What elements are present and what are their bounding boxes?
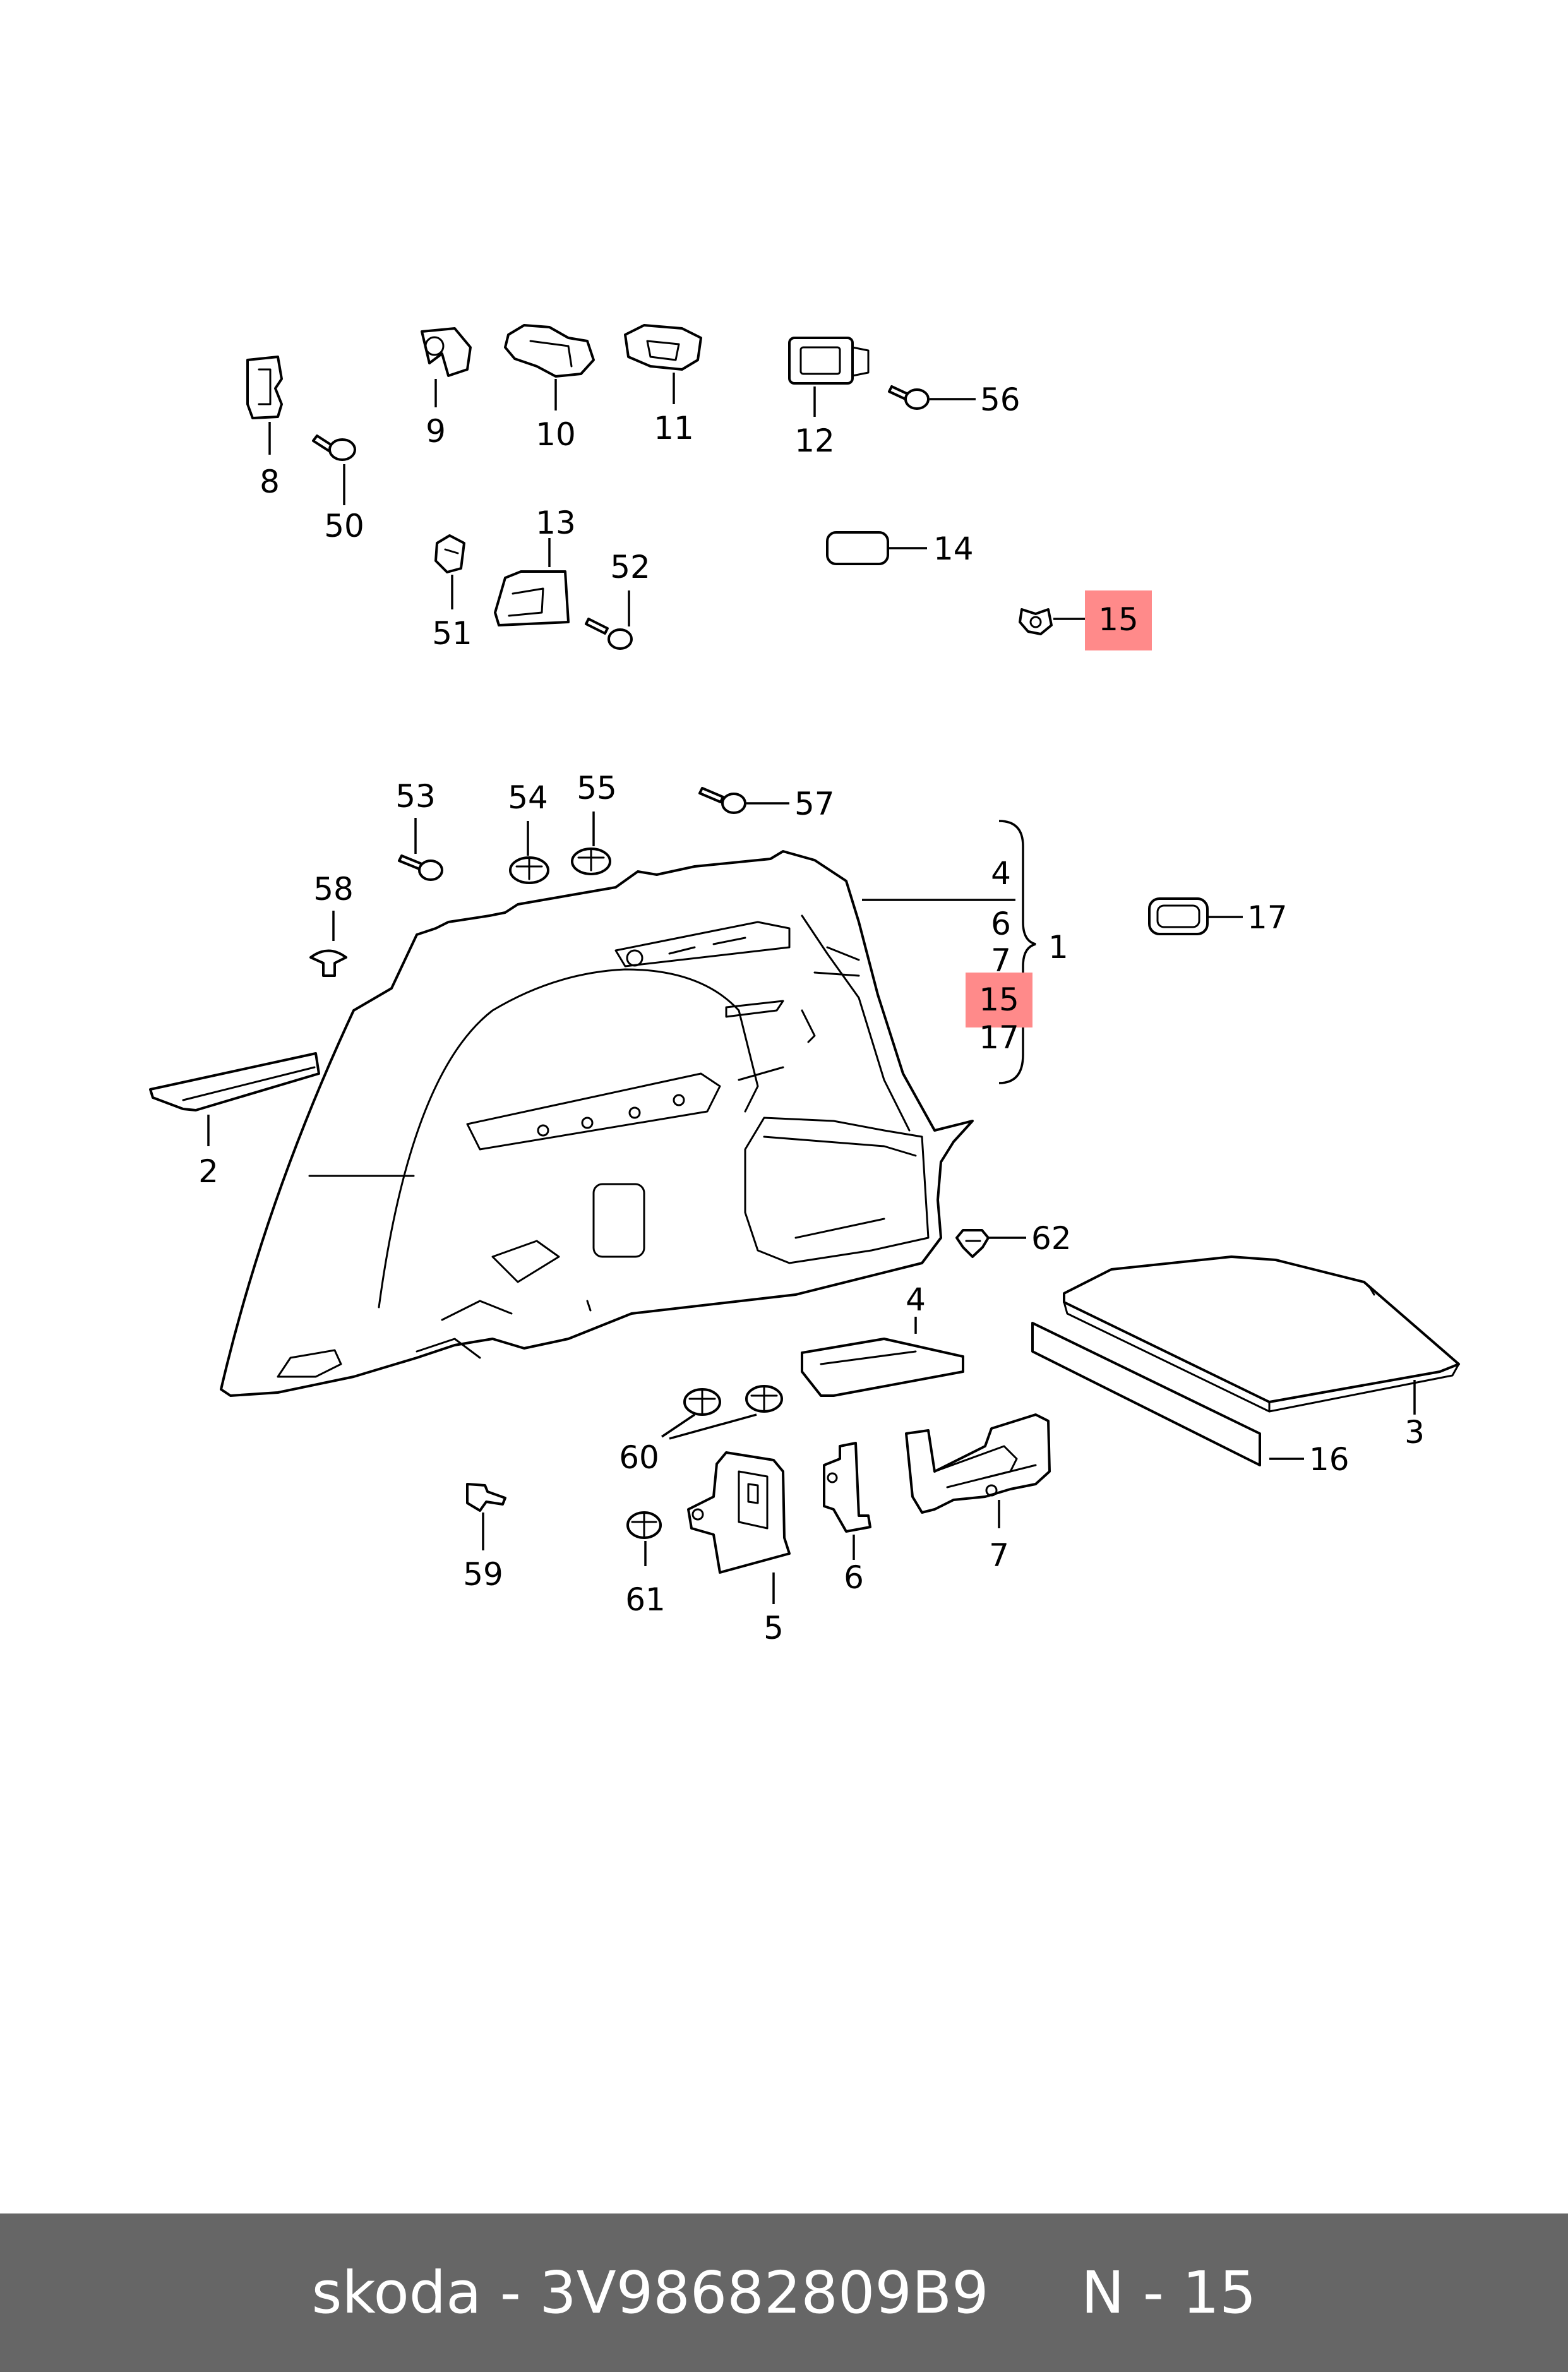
- callout-7: 7: [989, 1537, 1009, 1574]
- callout-9: 9: [426, 413, 446, 450]
- part-53-screw: [398, 854, 443, 881]
- callout-3: 3: [1404, 1414, 1425, 1451]
- part-9-clip: [421, 327, 472, 377]
- callout-62: 62: [1031, 1220, 1072, 1257]
- callout-14: 14: [933, 530, 974, 567]
- footer-bar: skoda - 3V98682809B9 N - 15: [0, 2213, 1568, 2372]
- footer-gap: [989, 2259, 1081, 2327]
- callout-57: 57: [794, 786, 835, 822]
- callout-2: 2: [198, 1153, 218, 1190]
- callout-61: 61: [625, 1581, 666, 1618]
- parts-diagram: 8 50 9 10 11 12 56 5: [149, 324, 1460, 1646]
- part-4-trim: [801, 1338, 964, 1397]
- part-6-bracket: [823, 1442, 871, 1533]
- callout-56: 56: [980, 381, 1020, 418]
- callout-11: 11: [654, 410, 694, 446]
- part-1-side-trim-panel: [220, 850, 974, 1397]
- callout-4: 4: [906, 1281, 926, 1318]
- part-52-screw: [585, 618, 633, 650]
- part-50-screw: [312, 434, 356, 461]
- part-14-plug: [826, 531, 889, 565]
- part-54-nut: [509, 856, 549, 884]
- callout-12: 12: [794, 422, 835, 459]
- part-60-nut-b: [745, 1385, 783, 1413]
- highlight-15-top: [1085, 590, 1152, 650]
- part-51-clip: [434, 534, 465, 573]
- part-11-bracket: [624, 324, 702, 371]
- callout-52: 52: [610, 549, 650, 585]
- footer-separator: -: [481, 2259, 540, 2327]
- part-59-clip: [466, 1483, 506, 1512]
- callout-10: 10: [536, 416, 576, 453]
- part-58-clip: [309, 949, 347, 977]
- part-3-floor-cover: [1063, 1255, 1460, 1413]
- footer-position-label: N - 15: [1080, 2259, 1257, 2327]
- callout-17: 17: [1247, 899, 1288, 936]
- callout-15-group: 15: [979, 981, 1019, 1018]
- part-60-nut-a: [683, 1388, 721, 1416]
- footer-brand: skoda: [311, 2259, 482, 2327]
- part-55-nut: [571, 848, 611, 875]
- part-7-panel: [905, 1413, 1051, 1514]
- part-5-bracket: [687, 1451, 791, 1574]
- callout-6-group: 6: [991, 906, 1011, 942]
- callout-8: 8: [260, 464, 280, 500]
- part-17-plug: [1148, 897, 1209, 935]
- callout-50: 50: [324, 508, 364, 544]
- footer-part-number: 3V98682809B9: [539, 2259, 989, 2327]
- part-62-clip: [955, 1229, 990, 1258]
- part-16-strip: [1031, 1322, 1261, 1466]
- part-2-sill-strip: [149, 1052, 320, 1111]
- callout-17-group: 17: [979, 1019, 1019, 1056]
- callout-59: 59: [463, 1556, 503, 1593]
- part-12-cover: [788, 337, 870, 385]
- callout-60: 60: [619, 1439, 659, 1476]
- part-15-clip: [1019, 608, 1053, 635]
- callout-13: 13: [536, 505, 576, 541]
- callout-55: 55: [577, 770, 617, 806]
- callout-6: 6: [844, 1559, 864, 1596]
- part-10-bracket: [504, 324, 595, 378]
- callout-58: 58: [313, 871, 354, 907]
- callout-15-top: 15: [1098, 601, 1139, 638]
- highlight-15-group: [966, 973, 1032, 1027]
- callout-54: 54: [508, 779, 548, 816]
- callout-51: 51: [432, 615, 472, 652]
- callout-16: 16: [1309, 1441, 1350, 1478]
- callout-5: 5: [763, 1610, 784, 1646]
- part-56-screw: [888, 385, 930, 410]
- part-57-screw: [698, 787, 746, 814]
- group-bracket: [998, 820, 1036, 1084]
- part-61-nut: [626, 1511, 662, 1539]
- callout-53: 53: [395, 778, 436, 815]
- callout-4-group: 4: [991, 855, 1011, 892]
- part-13-trim: [494, 570, 570, 626]
- callout-1: 1: [1048, 929, 1068, 966]
- part-8-clip: [246, 356, 283, 419]
